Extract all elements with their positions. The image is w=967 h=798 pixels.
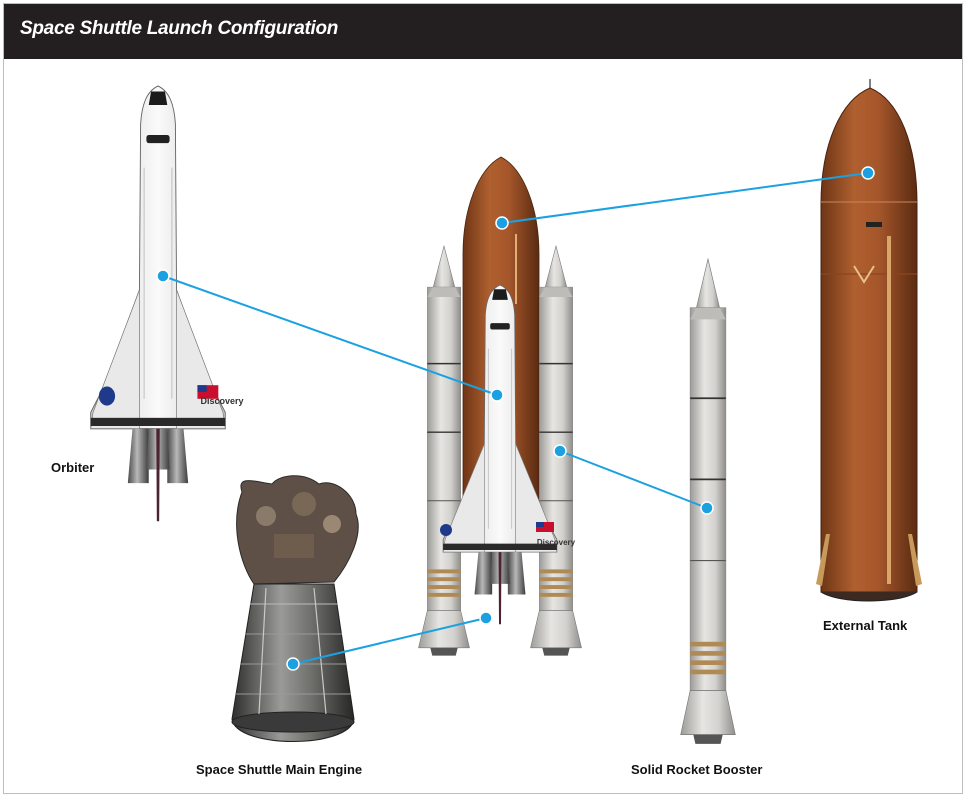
callout-main-engine (292, 617, 487, 665)
callout-dot (286, 657, 300, 671)
callout-dot (479, 611, 493, 625)
diagram-frame: Space Shuttle Launch Configuration (3, 3, 963, 794)
orbiter-name-marking: Discovery (200, 396, 243, 406)
label-srb: Solid Rocket Booster (631, 762, 763, 777)
callout-dot (861, 166, 875, 180)
orbiter-illustration (90, 85, 226, 522)
external-tank-illustration (816, 79, 922, 602)
callout-dot (553, 444, 567, 458)
callout-dot (700, 501, 714, 515)
callout-dot (495, 216, 509, 230)
nasa-marking: NASA (76, 393, 96, 400)
label-external-tank: External Tank (823, 618, 908, 633)
page-title: Space Shuttle Launch Configuration (20, 18, 339, 39)
launch-stack-illustration: Discovery (417, 156, 583, 657)
callout-srb (559, 450, 708, 509)
shuttle-diagram: NASA Discovery (76, 79, 922, 745)
callout-external-tank (501, 172, 869, 224)
callout-dot (156, 269, 170, 283)
callout-lines (156, 166, 875, 671)
callout-dot (490, 388, 504, 402)
stack-orbiter-name-marking: Discovery (537, 538, 576, 547)
callout-orbiter (162, 275, 498, 396)
label-orbiter: Orbiter (51, 460, 95, 475)
label-main-engine: Space Shuttle Main Engine (196, 762, 363, 777)
header-bar: Space Shuttle Launch Configuration (4, 4, 962, 59)
main-engine-illustration (231, 475, 359, 742)
nasa-logo-icon (98, 386, 116, 406)
